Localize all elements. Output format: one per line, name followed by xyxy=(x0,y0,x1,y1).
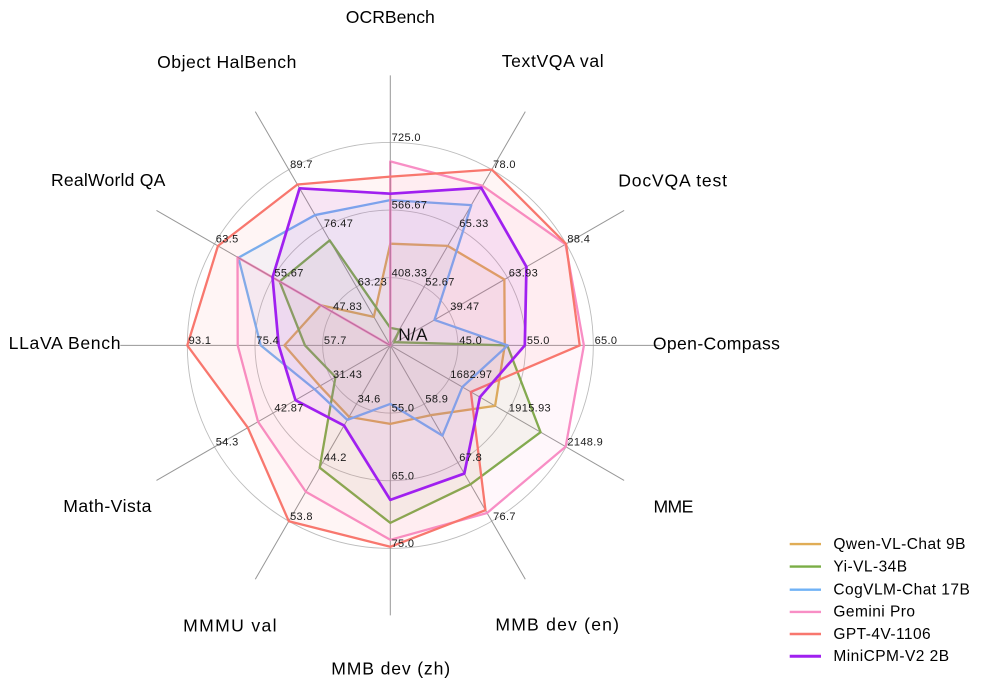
svg-text:75.4: 75.4 xyxy=(256,335,279,347)
svg-text:31.43: 31.43 xyxy=(333,369,362,381)
svg-text:1682.97: 1682.97 xyxy=(450,369,492,381)
svg-text:MMB dev (en): MMB dev (en) xyxy=(495,615,620,635)
svg-text:58.9: 58.9 xyxy=(425,394,448,406)
svg-text:Qwen-VL-Chat 9B: Qwen-VL-Chat 9B xyxy=(833,536,966,553)
svg-text:TextVQA val: TextVQA val xyxy=(502,51,604,71)
svg-text:MMB dev (zh): MMB dev (zh) xyxy=(331,658,451,678)
svg-text:88.4: 88.4 xyxy=(567,234,590,246)
svg-text:44.2: 44.2 xyxy=(324,452,347,464)
svg-text:MMMU val: MMMU val xyxy=(183,616,278,636)
svg-text:Open-Compass: Open-Compass xyxy=(653,334,780,354)
svg-text:MiniCPM-V2 2B: MiniCPM-V2 2B xyxy=(833,648,949,665)
svg-text:52.67: 52.67 xyxy=(425,276,454,288)
svg-text:89.7: 89.7 xyxy=(290,159,313,171)
svg-text:N/A: N/A xyxy=(398,324,428,344)
svg-text:75.0: 75.0 xyxy=(392,538,415,550)
svg-text:55.0: 55.0 xyxy=(527,335,550,347)
svg-text:63.23: 63.23 xyxy=(358,276,387,288)
svg-text:Math-Vista: Math-Vista xyxy=(63,496,152,516)
svg-text:39.47: 39.47 xyxy=(450,301,479,313)
svg-text:93.1: 93.1 xyxy=(189,335,212,347)
svg-text:1915.93: 1915.93 xyxy=(509,403,551,415)
svg-text:76.47: 76.47 xyxy=(324,218,353,230)
svg-text:Yi-VL-34B: Yi-VL-34B xyxy=(833,558,907,575)
svg-text:65.0: 65.0 xyxy=(392,470,415,482)
svg-text:34.6: 34.6 xyxy=(358,394,381,406)
svg-text:GPT-4V-1106: GPT-4V-1106 xyxy=(833,626,931,643)
svg-text:67.8: 67.8 xyxy=(459,452,482,464)
svg-text:63.5: 63.5 xyxy=(216,234,239,246)
svg-text:2148.9: 2148.9 xyxy=(567,437,603,449)
svg-text:DocVQA test: DocVQA test xyxy=(618,171,728,191)
svg-text:65.0: 65.0 xyxy=(595,335,618,347)
svg-text:45.0: 45.0 xyxy=(459,335,482,347)
svg-text:Gemini Pro: Gemini Pro xyxy=(833,604,915,621)
svg-text:76.7: 76.7 xyxy=(493,511,516,523)
svg-text:Object HalBench: Object HalBench xyxy=(157,52,297,72)
svg-text:54.3: 54.3 xyxy=(216,437,239,449)
svg-text:65.33: 65.33 xyxy=(459,218,488,230)
svg-text:CogVLM-Chat 17B: CogVLM-Chat 17B xyxy=(833,582,970,599)
svg-text:LLaVA Bench: LLaVA Bench xyxy=(9,333,121,353)
svg-text:725.0: 725.0 xyxy=(392,132,421,144)
svg-text:RealWorld QA: RealWorld QA xyxy=(51,170,166,190)
svg-text:55.67: 55.67 xyxy=(274,267,303,279)
svg-text:566.67: 566.67 xyxy=(392,200,428,212)
svg-text:78.0: 78.0 xyxy=(493,159,516,171)
svg-text:55.0: 55.0 xyxy=(392,403,415,415)
svg-text:47.83: 47.83 xyxy=(333,301,362,313)
svg-text:42.87: 42.87 xyxy=(274,403,303,415)
svg-text:MME: MME xyxy=(653,497,692,517)
svg-text:53.8: 53.8 xyxy=(290,511,313,523)
svg-text:OCRBench: OCRBench xyxy=(346,7,435,27)
svg-text:57.7: 57.7 xyxy=(324,335,347,347)
svg-text:408.33: 408.33 xyxy=(392,267,428,279)
svg-text:63.93: 63.93 xyxy=(509,267,538,279)
